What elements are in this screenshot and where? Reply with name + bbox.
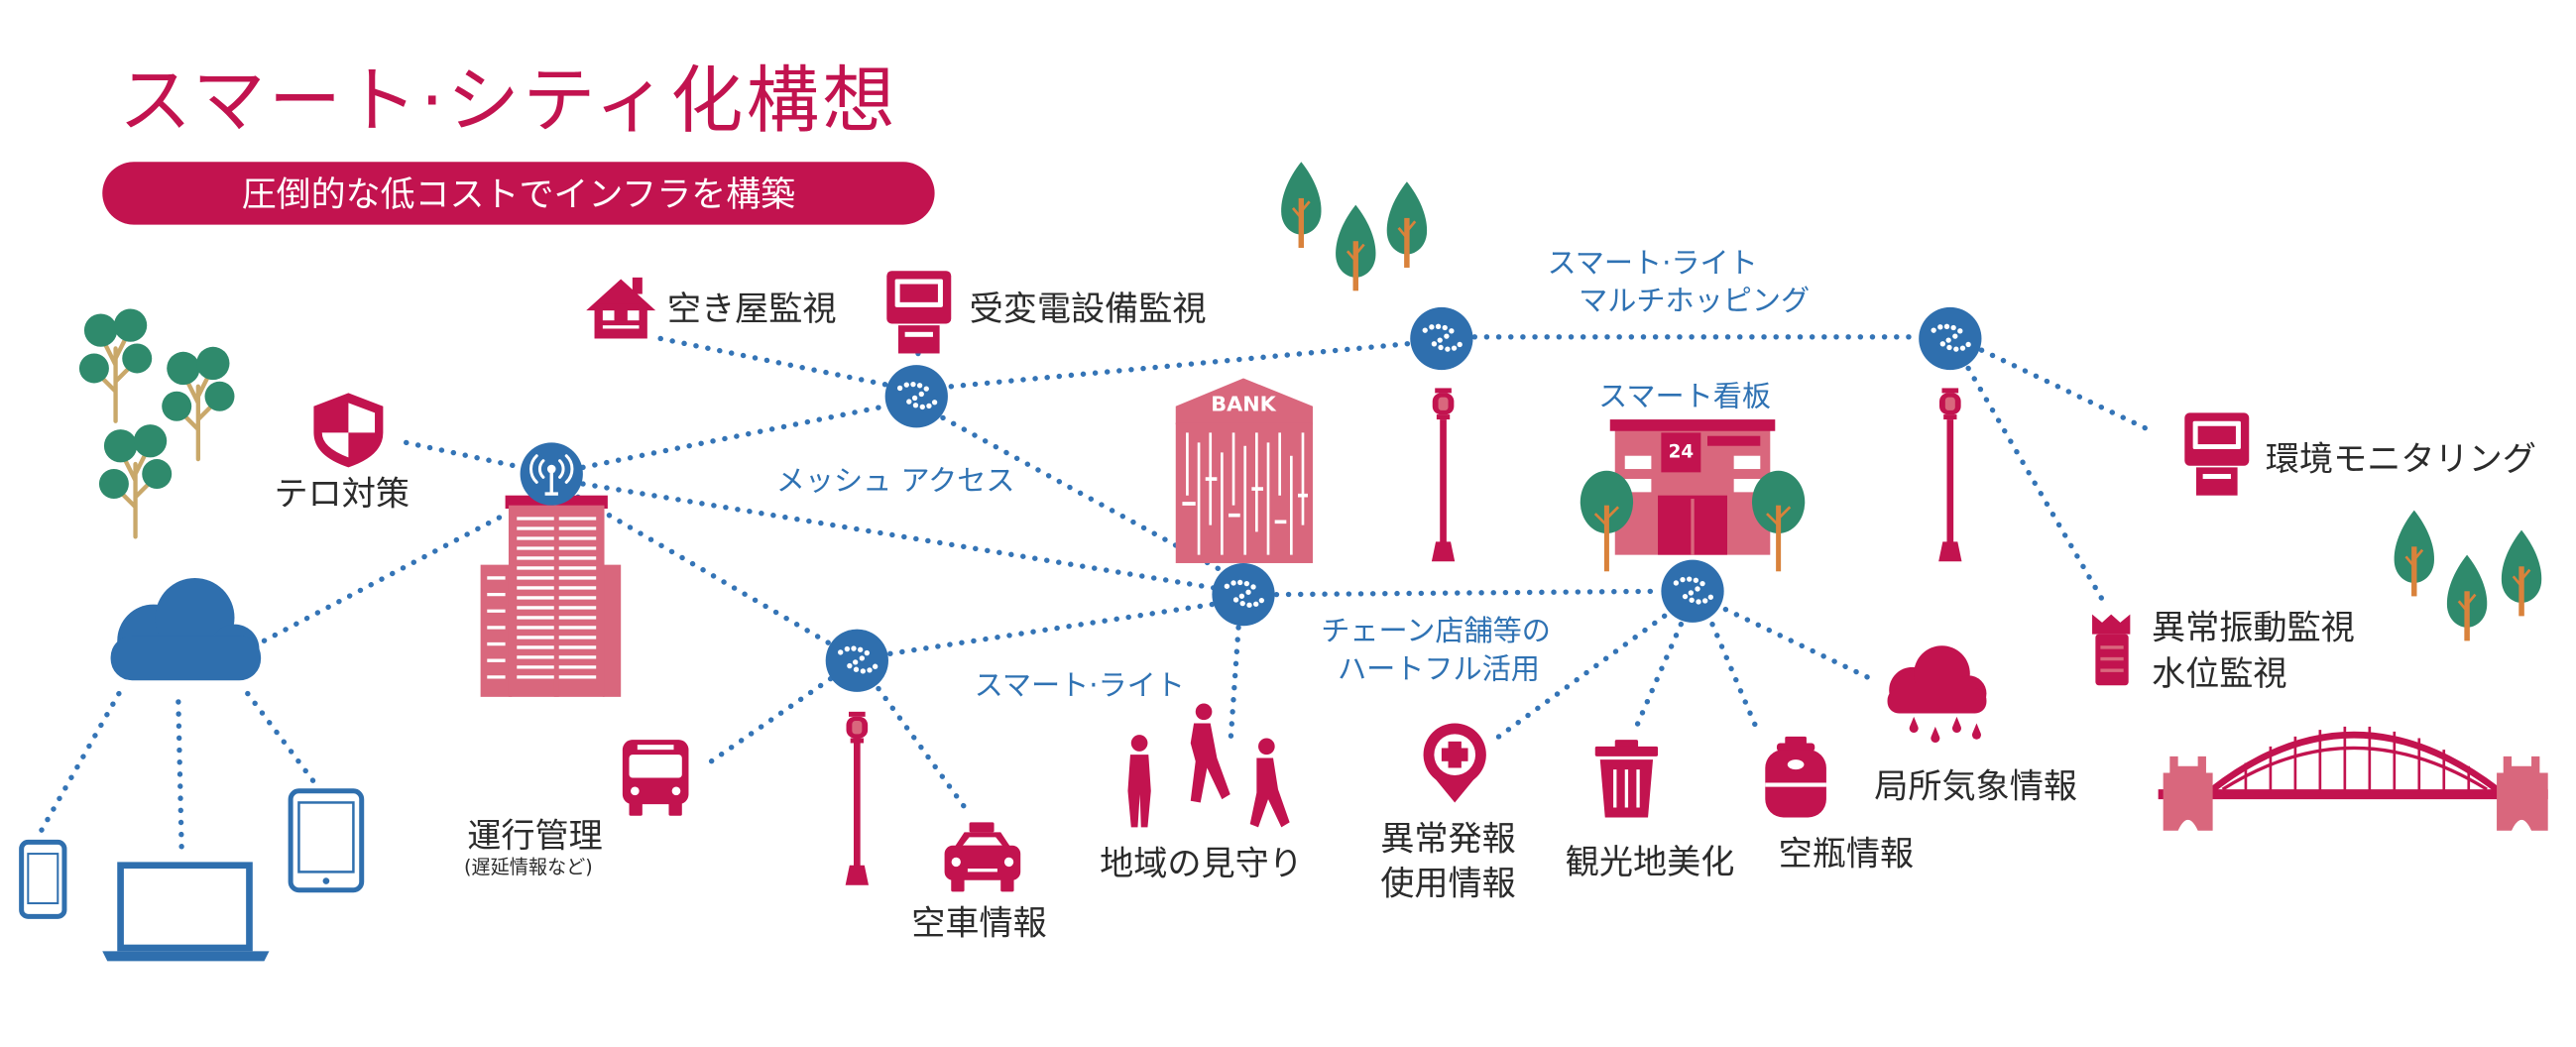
- store-sign: 24: [1669, 441, 1694, 462]
- mesh-node-icon: [884, 365, 948, 428]
- vibration-label-line1: 異常振動監視: [2152, 609, 2355, 648]
- bank-sign: BANK: [1211, 393, 1276, 416]
- tree-icon: [2393, 509, 2436, 598]
- pedestrian-icon: [1249, 738, 1290, 828]
- subtitle-pill: [102, 162, 935, 225]
- tree-icon: [2445, 553, 2489, 642]
- vacant-house-label: 空き屋監視: [667, 290, 837, 329]
- link-cloud-gateway: [261, 513, 507, 643]
- link-house-node-2: [657, 335, 889, 388]
- vibration-label-line2: 水位監視: [2152, 654, 2287, 694]
- bank-icon: BANK: [1175, 378, 1313, 563]
- link-node-7-bus: [699, 675, 834, 771]
- mesh-node-icon: [1212, 562, 1275, 627]
- link-gateway-node-7: [575, 494, 834, 647]
- chain-store-caption-line2: ハートフル活用: [1338, 652, 1540, 686]
- link-node-2-node-5: [940, 414, 1224, 573]
- medical-pin-icon: [1423, 723, 1486, 803]
- laptop-icon: [102, 862, 270, 962]
- link-cloud-phone: [38, 690, 122, 834]
- vacancy-label: 空車情報: [911, 904, 1047, 944]
- network-links: [38, 334, 2158, 854]
- multihop-caption-line2: マルチホッピング: [1579, 284, 1810, 317]
- tree-icon: [2500, 528, 2543, 618]
- pedestrian-icon: [1190, 703, 1230, 803]
- tree-icon: [1751, 470, 1806, 572]
- street-light-icon: [845, 711, 869, 885]
- link-node-6-pin: [1491, 613, 1668, 743]
- chain-store-caption-line1: チェーン店舗等の: [1321, 614, 1551, 647]
- shield-icon: [313, 393, 384, 468]
- mesh-node-icon: [1919, 306, 1982, 371]
- link-node-7-taxi: [876, 685, 969, 812]
- bottle-label: 空瓶情報: [1779, 835, 1915, 874]
- link-node-5-node-7: [885, 601, 1216, 657]
- tree-icon: [79, 309, 152, 421]
- antenna-node-icon: [520, 442, 583, 506]
- mesh-access-caption: メッシュ アクセス: [776, 464, 1015, 498]
- operation-note: (遅延情報など): [464, 856, 593, 878]
- link-cloud-laptop: [176, 699, 184, 854]
- watch-label: 地域の見守り: [1100, 845, 1303, 884]
- vibration-sensor-icon: [2092, 614, 2131, 686]
- rain-cloud-icon: [1887, 645, 1987, 744]
- link-node-6-bottle: [1709, 621, 1762, 737]
- link-node-6-weather: [1722, 606, 1877, 683]
- terror-label: テロ対策: [274, 475, 410, 515]
- substation-kiosk-icon: [886, 271, 952, 354]
- office-building-icon: [480, 495, 622, 697]
- link-cloud-tablet: [245, 690, 320, 789]
- mesh-node-icon: [1661, 559, 1724, 623]
- smart-light-caption: スマート·ライト: [975, 668, 1185, 702]
- multihop-caption-line1: スマート·ライト: [1547, 246, 1757, 280]
- convenience-store-icon: 24: [1609, 419, 1776, 555]
- taxi-icon: [944, 822, 1021, 892]
- env-monitoring-label: 環境モニタリング: [2266, 440, 2536, 480]
- link-node-6-trash: [1633, 621, 1685, 730]
- monitoring-kiosk-icon: [2184, 412, 2250, 496]
- tree-icon: [1580, 470, 1634, 572]
- link-node-5-node-6: [1273, 588, 1665, 598]
- tree-icon: [1334, 203, 1377, 292]
- house-icon: [586, 277, 656, 339]
- alert-label-line1: 異常発報: [1380, 820, 1516, 860]
- operation-label: 運行管理: [467, 816, 603, 856]
- tree-icon: [99, 424, 172, 536]
- tree-icon: [1385, 179, 1429, 270]
- cloud-icon: [110, 577, 262, 681]
- alert-label-line2: 使用情報: [1380, 865, 1516, 904]
- bus-icon: [622, 740, 689, 816]
- smart-sign-caption: スマート看板: [1598, 380, 1771, 413]
- link-node-4-sensor: [1965, 365, 2110, 611]
- link-gateway-node-2: [580, 404, 888, 471]
- trash-can-icon: [1594, 740, 1659, 818]
- subtitle-text: 圧倒的な低コストでインフラを構築: [242, 175, 795, 215]
- street-light-icon: [1431, 388, 1456, 562]
- gas-cylinder-icon: [1765, 736, 1826, 818]
- weather-label: 局所気象情報: [1874, 766, 2077, 806]
- tree-icon: [162, 347, 234, 459]
- link-node-2-node-3: [948, 340, 1413, 390]
- bridge-icon: [2158, 726, 2548, 831]
- smartphone-icon: [19, 839, 67, 919]
- link-shield-gateway: [404, 439, 525, 471]
- beautify-label: 観光地美化: [1566, 843, 1735, 882]
- street-light-icon: [1938, 388, 1962, 562]
- subtitle-banner: 圧倒的な低コストでインフラを構築: [102, 162, 935, 225]
- tree-icon: [1279, 160, 1323, 250]
- substation-label: 受変電設備監視: [970, 290, 1207, 329]
- mesh-node-icon: [1410, 306, 1473, 371]
- tablet-icon: [288, 788, 365, 893]
- pedestrian-icon: [1127, 735, 1151, 828]
- page-title: スマート·シティ化構想: [119, 59, 898, 144]
- link-node-5-people: [1228, 625, 1241, 750]
- link-node-4-env: [1978, 347, 2158, 436]
- mesh-node-icon: [825, 629, 888, 692]
- link-gateway-node-5: [580, 481, 1217, 591]
